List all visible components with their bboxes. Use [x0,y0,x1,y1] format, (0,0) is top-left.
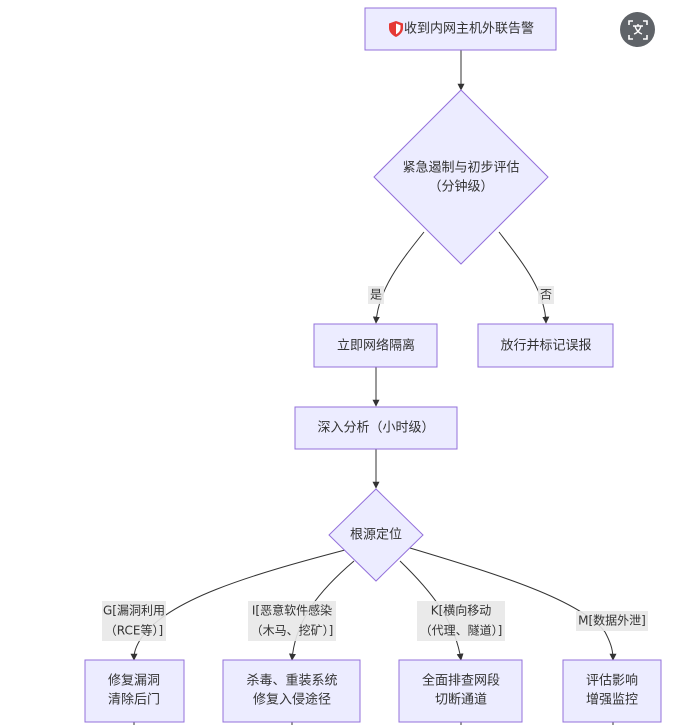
node-root-cause[interactable]: 根源定位 [328,488,424,582]
node-fix-vuln-line1: 修复漏洞 [108,673,160,689]
node-lateral-check-line1: 全面排查网段 [422,673,500,689]
node-false-positive[interactable]: 放行并标记误报 [477,323,614,368]
node-deep-analysis[interactable]: 深入分析（小时级） [294,406,458,450]
node-assess-impact-line1: 评估影响 [586,673,638,689]
edge-label-g-line1: G[漏洞利用 [103,604,165,618]
node-alert-label: 收到内网主机外联告警 [404,21,534,37]
node-fix-vuln-line2: 清除后门 [108,693,160,708]
node-root-cause-label: 根源定位 [350,528,402,543]
edge-triage-false-positive [498,231,550,324]
edge-label-g: G[漏洞利用 （RCE等）] [102,601,166,641]
edge-triage-isolate [372,231,425,324]
edge-label-yes: 是 [368,286,384,304]
node-lateral-check[interactable]: 全面排查网段 切断通道 [398,659,523,723]
node-isolate-label: 立即网络隔离 [337,338,415,354]
edge-label-k-line2: （代理、隧道）] [420,623,503,638]
node-deep-analysis-label: 深入分析（小时级） [317,421,434,436]
edge-label-g-line2: （RCE等）] [105,624,163,638]
edges [130,50,617,725]
edge-label-no-text: 否 [540,288,552,302]
node-fix-vuln[interactable]: 修复漏洞 清除后门 [84,659,185,723]
edge-label-i-line1: I[恶意软件感染 [252,603,332,618]
shield-icon [389,21,403,37]
node-alert[interactable]: 收到内网主机外联告警 [364,7,557,51]
node-isolate[interactable]: 立即网络隔离 [313,323,438,368]
node-false-positive-label: 放行并标记误报 [500,339,591,354]
translate-button[interactable] [620,12,655,47]
edge-label-k-line1: K[横向移动 [431,603,492,618]
node-kill-malware[interactable]: 杀毒、重装系统 修复入侵途径 [222,659,361,723]
node-assess-impact[interactable]: 评估影响 增强监控 [562,659,662,723]
edge-label-i-line2: （木马、挖矿）] [251,623,334,638]
node-triage[interactable]: 紧急遏制与初步评估 （分钟级） [373,89,549,265]
node-assess-impact-line2: 增强监控 [586,693,638,708]
node-lateral-check-line2: 切断通道 [435,693,487,708]
edge-label-i: I[恶意软件感染 （木马、挖矿）] [248,601,336,641]
node-kill-malware-line1: 杀毒、重装系统 [246,673,337,689]
edge-label-m: M[数据外泄] [576,611,648,631]
edge-label-m-line1: M[数据外泄] [578,613,646,628]
edge-label-yes-text: 是 [370,288,382,302]
translate-icon [627,19,648,40]
node-triage-line1: 紧急遏制与初步评估 [402,161,519,176]
node-kill-malware-line2: 修复入侵途径 [253,692,331,708]
edge-label-k: K[横向移动 （代理、隧道）] [417,601,505,641]
edge-label-no: 否 [538,286,554,304]
node-triage-line2: （分钟级） [428,179,493,195]
